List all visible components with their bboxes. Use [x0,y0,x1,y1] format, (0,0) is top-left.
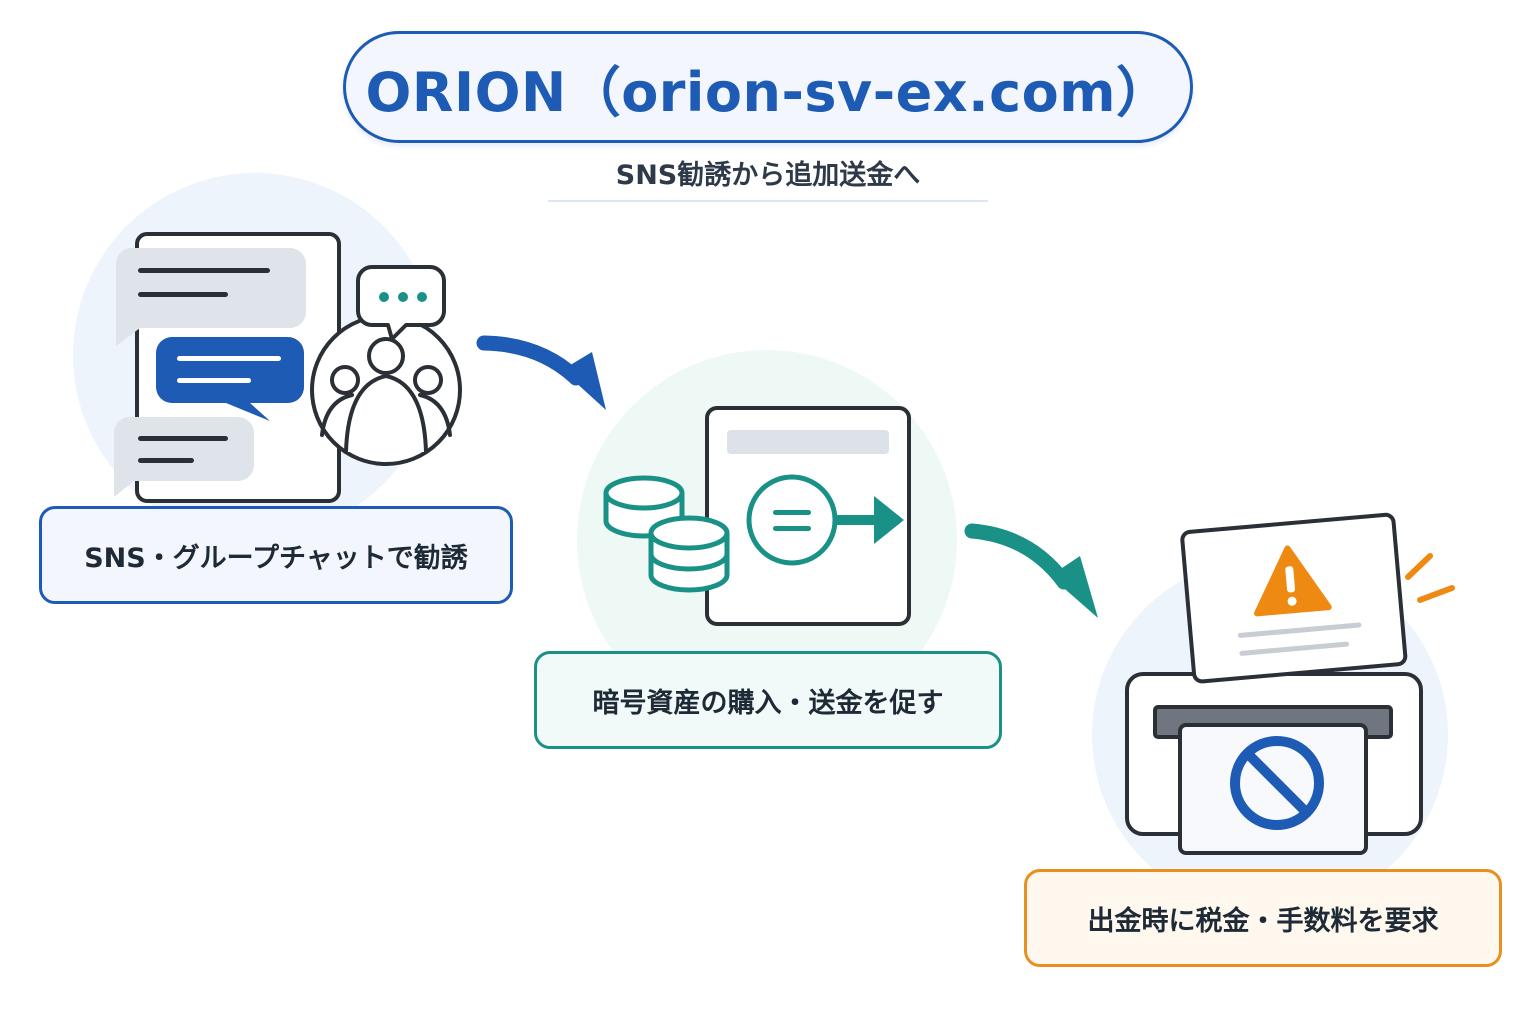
step-3-label: 出金時に税金・手数料を要求 [1024,869,1502,967]
arrow-step2-to-step3 [964,523,1098,618]
title-banner: ORION（orion-sv-ex.com） [343,31,1193,143]
page-title: ORION（orion-sv-ex.com） [365,60,1171,124]
step-2-label: 暗号資産の購入・送金を促す [534,651,1002,749]
blocked-withdrawal-icon [1125,512,1455,855]
subtitle: SNS勧誘から追加送金へ [548,156,988,202]
arrow-step1-to-step2 [476,335,606,410]
crypto-transfer-icon [603,406,911,626]
step-1-label: SNS・グループチャットで勧誘 [39,506,513,604]
chat-recruit-icon [113,232,462,503]
